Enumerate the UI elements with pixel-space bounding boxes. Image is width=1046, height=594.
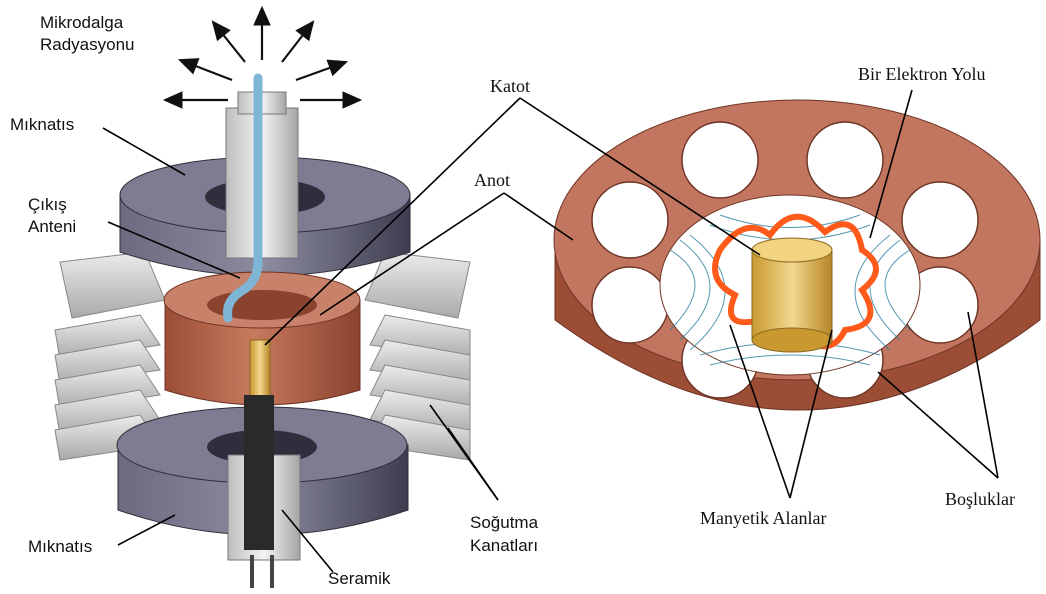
label-microwave-line1: Mikrodalga <box>40 13 124 32</box>
label-electron-path: Bir Elektron Yolu <box>858 64 986 84</box>
magnetron-cutaway <box>55 8 470 588</box>
label-anode: Anot <box>474 170 510 190</box>
cathode-left <box>250 340 270 400</box>
label-magnetic-fields: Manyetik Alanlar <box>700 508 826 528</box>
label-magnet-top: Mıknatıs <box>10 115 74 134</box>
anode-top-view <box>554 100 1040 410</box>
label-cooling-line1: Soğutma <box>470 513 539 532</box>
label-cavities: Boşluklar <box>945 489 1015 509</box>
label-antenna-line2: Anteni <box>28 217 76 236</box>
label-cooling-line2: Kanatları <box>470 536 538 555</box>
label-cathode: Katot <box>490 76 530 96</box>
label-microwave-line2: Radyasyonu <box>40 35 135 54</box>
label-magnet-bottom: Mıknatıs <box>28 537 92 556</box>
cathode-cylinder <box>752 238 832 352</box>
label-antenna-line1: Çıkış <box>28 195 67 214</box>
label-ceramic: Seramik <box>328 569 391 588</box>
